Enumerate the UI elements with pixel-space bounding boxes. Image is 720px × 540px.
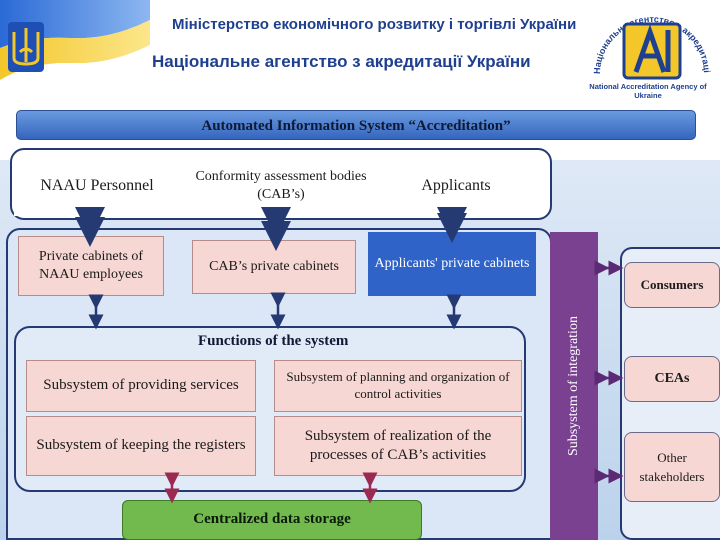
functions-title: Functions of the system bbox=[198, 333, 349, 349]
subsystem-realization: Subsystem of realization of the processe… bbox=[274, 416, 522, 476]
subsystem-registers: Subsystem of keeping the registers bbox=[26, 416, 256, 476]
logo-caption: National Accreditation Agency of Ukraine bbox=[589, 82, 707, 100]
system-title: Automated Information System “Accreditat… bbox=[16, 110, 696, 140]
other-stakeholders: Other stakeholders bbox=[624, 432, 720, 502]
ministry-title: Міністерство економічного розвитку і тор… bbox=[172, 16, 577, 33]
centralized-data-storage: Centralized data storage bbox=[122, 500, 422, 540]
cab-bodies: Conformity assessment bodies (CAB’s) bbox=[194, 158, 368, 214]
header: Міністерство економічного розвитку і тор… bbox=[0, 0, 720, 100]
consumers: Consumers bbox=[624, 262, 720, 308]
ukraine-flag-icon bbox=[0, 0, 150, 95]
naau-logo-icon: Національне агентство з акредитації Укра… bbox=[588, 4, 712, 80]
naau-personnel: NAAU Personnel bbox=[14, 156, 180, 216]
naau-private-cabinets: Private cabinets of NAAU employees bbox=[18, 236, 164, 296]
integration-subsystem: Subsystem of integration bbox=[550, 232, 598, 540]
subsystem-providing-services: Subsystem of providing services bbox=[26, 360, 256, 412]
subsystem-planning: Subsystem of planning and organization o… bbox=[274, 360, 522, 412]
applicants: Applicants bbox=[382, 158, 530, 214]
trident-icon bbox=[8, 22, 44, 72]
agency-title: Національне агентство з акредитації Укра… bbox=[152, 52, 531, 71]
